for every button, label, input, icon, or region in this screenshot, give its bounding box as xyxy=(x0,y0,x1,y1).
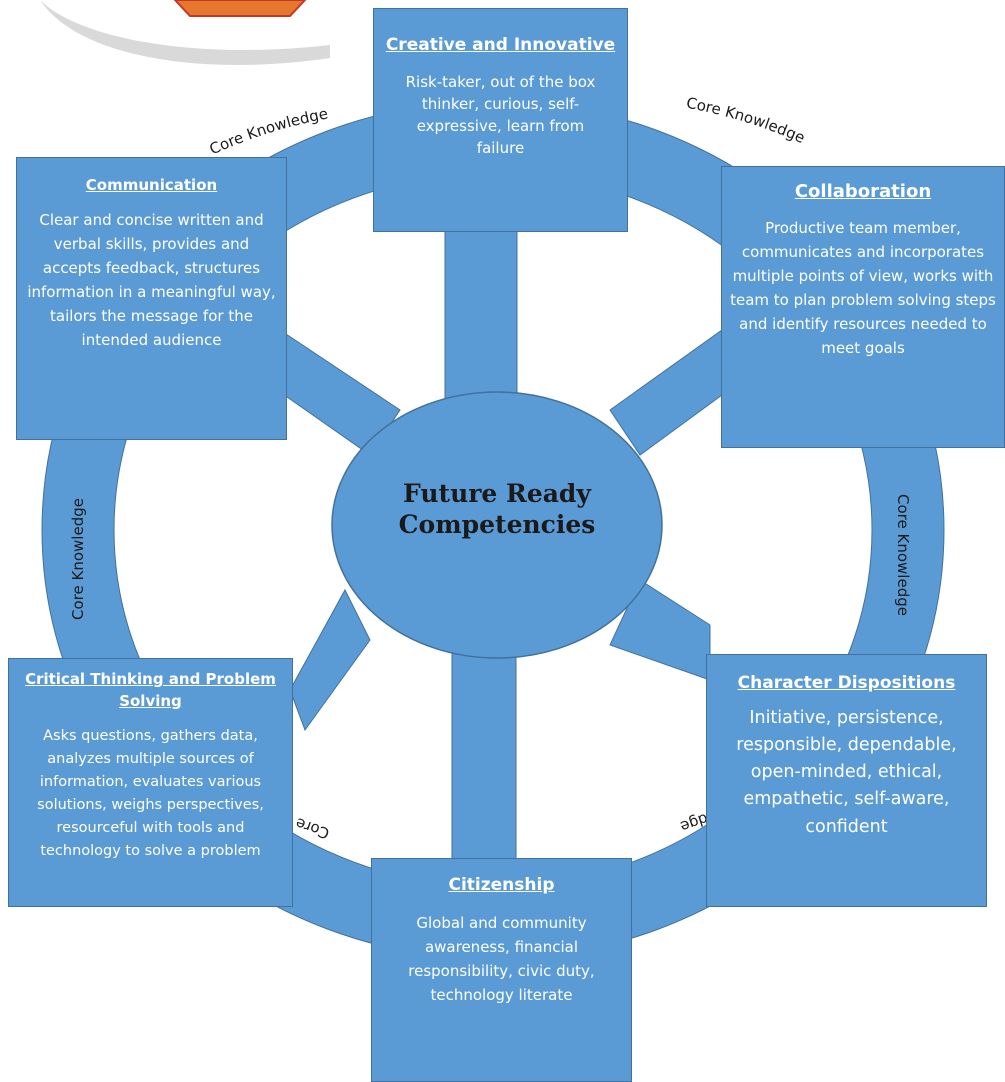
collaboration-box: Collaboration Productive team member, co… xyxy=(721,166,1005,448)
creative-innovative-title: Creative and Innovative xyxy=(385,35,616,55)
character-dispositions-box: Character Dispositions Initiative, persi… xyxy=(706,654,987,907)
character-dispositions-description: Initiative, persistence, responsible, de… xyxy=(736,708,957,837)
critical-thinking-title: Critical Thinking and Problem Solving xyxy=(25,670,276,710)
collaboration-description: Productive team member, communicates and… xyxy=(730,219,996,357)
center-title: Future Ready Competencies xyxy=(347,478,647,541)
spokes xyxy=(269,219,723,871)
center-title-line-2: Competencies xyxy=(398,510,596,540)
logo-fragment xyxy=(40,0,330,65)
citizenship-description: Global and community awareness, financia… xyxy=(408,914,595,1004)
critical-thinking-description: Asks questions, gathers data, analyzes m… xyxy=(37,727,264,860)
communication-box: Communication Clear and concise written … xyxy=(16,157,287,440)
citizenship-title: Citizenship xyxy=(448,875,555,895)
ring-label-top-right: Core Knowledge xyxy=(685,94,808,147)
center-hub xyxy=(331,391,663,659)
creative-innovative-box: Creative and Innovative Risk-taker, out … xyxy=(373,8,628,232)
creative-innovative-description: Risk-taker, out of the box thinker, curi… xyxy=(405,73,596,158)
ring-label-left: Core Knowledge xyxy=(69,498,87,620)
collaboration-title: Collaboration xyxy=(794,181,932,202)
citizenship-box: Citizenship Global and community awarene… xyxy=(371,858,632,1082)
communication-title: Communication xyxy=(85,176,218,194)
ring-label-right: Core Knowledge xyxy=(894,494,912,616)
center-title-line-1: Future Ready xyxy=(403,479,591,508)
character-dispositions-title: Character Dispositions xyxy=(737,673,956,693)
communication-description: Clear and concise written and verbal ski… xyxy=(27,211,276,349)
critical-thinking-box: Critical Thinking and Problem Solving As… xyxy=(8,658,293,907)
